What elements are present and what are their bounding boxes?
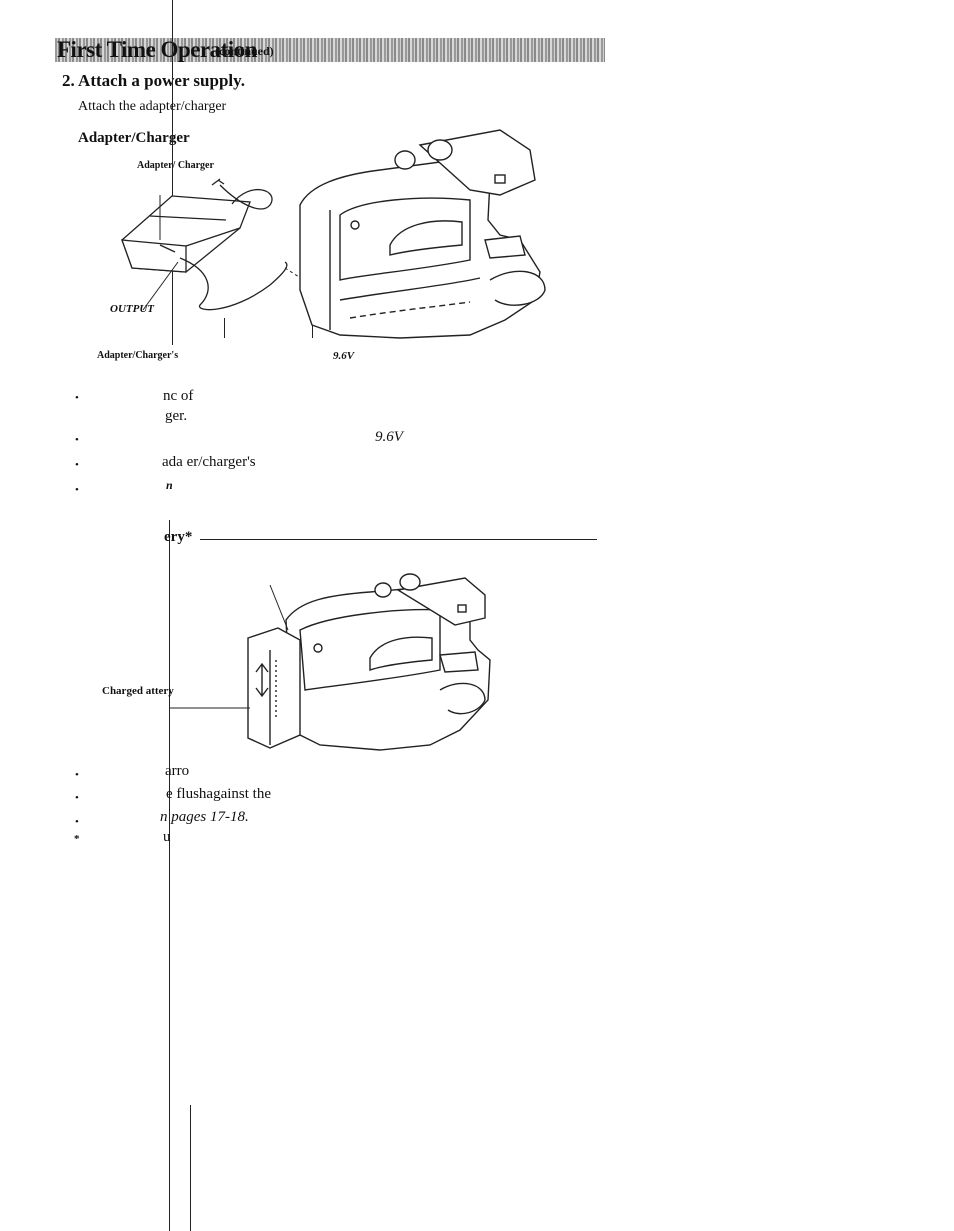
leader-line-1	[224, 318, 225, 338]
step-heading: 2. Attach a power supply.	[62, 71, 245, 90]
bullet-star: *	[74, 833, 80, 845]
fragment-5: n	[166, 478, 173, 492]
bullet-3: •	[75, 459, 79, 471]
page-title: First Time Operation	[57, 37, 257, 62]
crop-line	[190, 1105, 191, 1231]
fragment-8: n pages 17-18.	[160, 809, 249, 825]
fold-line-top	[172, 0, 173, 345]
header-bar	[55, 38, 605, 62]
fragment-3: 9.6V	[375, 429, 403, 445]
bullet-6: •	[75, 792, 79, 804]
section-rule	[200, 539, 597, 540]
page-subtitle: (continued)	[215, 44, 274, 58]
label-output: OUTPUT	[110, 303, 154, 315]
bullet-1: •	[75, 392, 79, 404]
bullet-4: •	[75, 484, 79, 496]
section-battery-title: ery*	[164, 529, 193, 545]
leader-line-2	[312, 318, 313, 338]
bullet-5: •	[75, 769, 79, 781]
label-charged-battery: Charged attery	[102, 685, 174, 697]
fragment-4: ada er/charger's	[162, 454, 256, 470]
fragment-1: nc of	[163, 388, 194, 404]
section-adapter-title: Adapter/Charger	[78, 130, 190, 146]
bullet-7: •	[75, 816, 79, 828]
fragment-2: ger.	[165, 408, 188, 424]
fragment-6: arro	[165, 763, 190, 779]
fold-line-bottom	[169, 520, 170, 1231]
fragment-7: e flushagainst the	[166, 786, 271, 802]
label-voltage: 9.6V	[333, 350, 355, 362]
label-adapter-charger: Adapter/ Charger	[137, 160, 214, 171]
label-adapter-chargers: Adapter/Charger's	[97, 350, 179, 361]
intro-text: Attach the adapter/charger	[78, 99, 227, 114]
bullet-2: •	[75, 434, 79, 446]
fragment-9: u	[163, 829, 171, 845]
